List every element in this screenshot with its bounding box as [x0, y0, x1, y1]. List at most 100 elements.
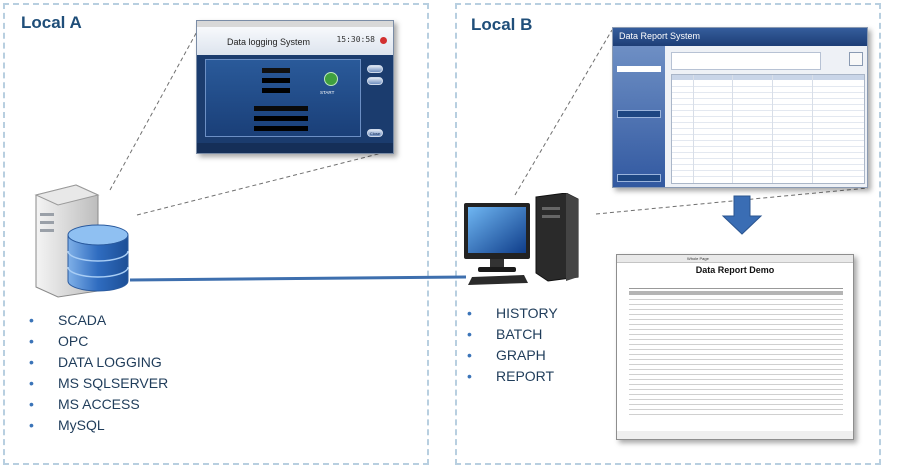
doc-row	[629, 327, 843, 330]
doc-row	[629, 387, 843, 390]
doc-row	[629, 397, 843, 400]
table-row	[672, 149, 864, 153]
table-row	[672, 161, 864, 165]
doc-row	[629, 407, 843, 410]
doc-row	[629, 307, 843, 310]
doc-row	[629, 352, 843, 355]
rep-grid-col	[772, 75, 773, 183]
table-row	[672, 125, 864, 129]
dl-start-time	[254, 106, 308, 111]
server-database-icon	[34, 184, 129, 298]
dl-db-button[interactable]	[367, 77, 383, 85]
list-item: BATCH	[465, 324, 558, 345]
list-item: MS SQLSERVER	[27, 373, 168, 394]
rep-sidebar	[613, 46, 665, 187]
table-row	[672, 95, 864, 99]
local-a-list: SCADA OPC DATA LOGGING MS SQLSERVER MS A…	[27, 310, 168, 436]
doc-row	[629, 372, 843, 375]
doc-row	[629, 392, 843, 395]
doc-row	[629, 342, 843, 345]
rep-grid-col	[812, 75, 813, 183]
rep-grid-header	[672, 75, 864, 80]
dl-header: Data logging System 15:30:58	[197, 27, 393, 55]
rep-date-picker[interactable]	[617, 66, 661, 72]
dl-opc-status	[262, 68, 290, 73]
table-row	[672, 173, 864, 177]
doc-footer	[617, 431, 853, 439]
dl-titlebar	[197, 21, 393, 27]
local-a-region	[3, 3, 429, 465]
list-item: OPC	[27, 331, 168, 352]
list-item: DATA LOGGING	[27, 352, 168, 373]
table-row	[672, 167, 864, 171]
list-item: GRAPH	[465, 345, 558, 366]
table-row	[672, 113, 864, 117]
rep-data-grid	[671, 74, 865, 184]
doc-row	[629, 297, 843, 300]
doc-toolbar: Whole Page	[617, 255, 853, 263]
table-row	[672, 83, 864, 87]
doc-title: Data Report Demo	[695, 265, 775, 275]
table-row	[672, 101, 864, 105]
table-row	[672, 155, 864, 159]
doc-row	[629, 337, 843, 340]
doc-zoom-select[interactable]: Whole Page	[687, 256, 709, 261]
doc-row	[629, 377, 843, 380]
desktop-computer-icon	[464, 193, 579, 285]
rep-grid-col	[672, 75, 694, 183]
rep-filter-panel	[671, 52, 821, 70]
table-row	[672, 143, 864, 147]
doc-row	[629, 312, 843, 315]
rep-query-button[interactable]	[617, 110, 661, 118]
doc-row	[629, 322, 843, 325]
rep-title: Data Report System	[619, 31, 701, 41]
doc-row	[629, 347, 843, 350]
doc-table-header	[629, 291, 843, 295]
dl-database-status	[262, 88, 290, 93]
data-report-demo-screenshot: Whole Page Data Report Demo	[616, 254, 854, 440]
table-row	[672, 137, 864, 141]
doc-row	[629, 402, 843, 405]
down-arrow-icon	[721, 195, 763, 235]
doc-meta	[629, 279, 843, 289]
callout-line-b-top	[514, 29, 613, 196]
dl-panel: START	[205, 59, 361, 137]
list-item: HISTORY	[465, 303, 558, 324]
list-item: SCADA	[27, 310, 168, 331]
doc-row	[629, 382, 843, 385]
doc-row	[629, 317, 843, 320]
table-row	[672, 107, 864, 111]
local-b-list: HISTORY BATCH GRAPH REPORT	[465, 303, 558, 387]
dl-footer	[197, 143, 393, 153]
list-item: REPORT	[465, 366, 558, 387]
doc-table	[629, 291, 843, 429]
data-logging-screenshot: Data logging System 15:30:58 START Close	[196, 20, 394, 154]
dl-logging-status	[262, 78, 290, 83]
dl-end-time	[254, 116, 308, 121]
dl-opc-button[interactable]	[367, 65, 383, 73]
rep-export-button[interactable]	[617, 174, 661, 182]
doc-row	[629, 302, 843, 305]
search-icon[interactable]	[849, 52, 863, 66]
doc-row	[629, 357, 843, 360]
start-button[interactable]	[324, 72, 338, 86]
close-button[interactable]: Close	[367, 129, 383, 137]
table-row	[672, 131, 864, 135]
dl-title: Data logging System	[227, 37, 311, 47]
network-link-line	[129, 275, 467, 282]
doc-row	[629, 332, 843, 335]
rep-header: Data Report System	[613, 28, 867, 46]
table-row	[672, 119, 864, 123]
start-label: START	[320, 90, 335, 95]
local-a-title: Local A	[21, 13, 82, 32]
data-report-system-screenshot: Data Report System	[612, 27, 868, 188]
callout-line-b-bottom	[595, 187, 869, 215]
callout-line-a-bottom	[136, 149, 395, 216]
dl-record-icon	[380, 37, 387, 44]
callout-line-a-top	[109, 25, 201, 191]
list-item: MySQL	[27, 415, 168, 436]
doc-row	[629, 362, 843, 365]
list-item: MS ACCESS	[27, 394, 168, 415]
table-row	[672, 89, 864, 93]
dl-duration	[254, 126, 308, 131]
